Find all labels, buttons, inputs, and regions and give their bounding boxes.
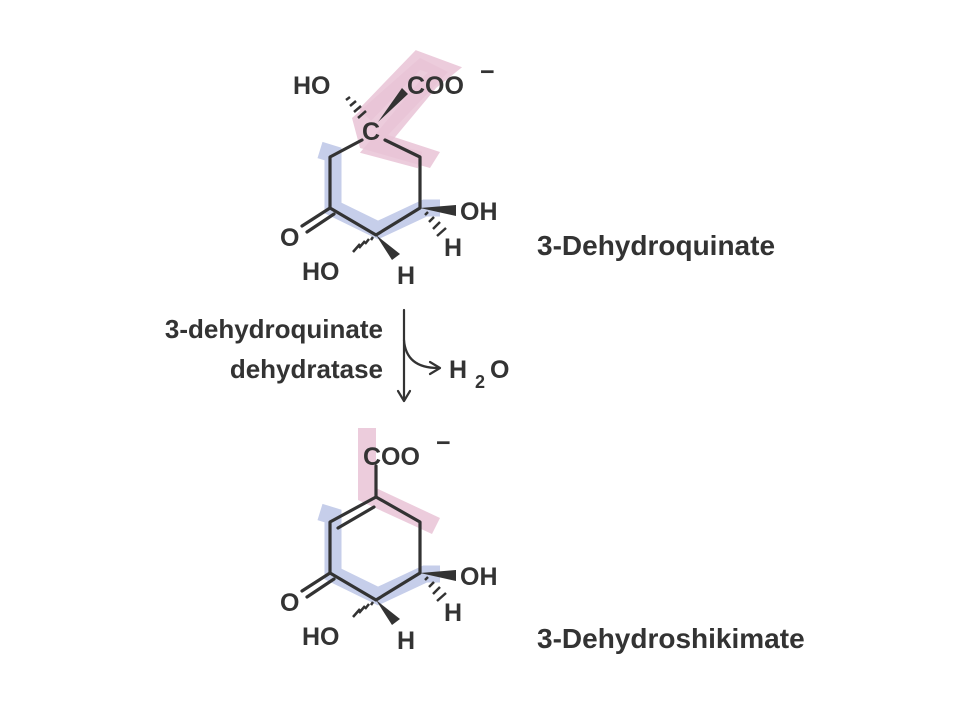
- reactant-carbon: C: [362, 118, 380, 146]
- product-solid-wedge-bottom: [376, 600, 400, 625]
- product-keto-bond-2: [305, 577, 336, 599]
- reactant-h-right: H: [444, 234, 462, 262]
- reaction-arrow: [396, 308, 442, 403]
- reactant-oh-right: OH: [460, 198, 498, 226]
- enzyme-line1: 3-dehydroquinate: [165, 314, 383, 344]
- water-h: H: [449, 356, 467, 384]
- enzyme-line2: dehydratase: [230, 354, 383, 384]
- reactant-pink-highlight-fill: [352, 58, 448, 168]
- product-oh-right: OH: [460, 563, 498, 591]
- reactant-hashed-wedge-right: [424, 211, 447, 237]
- product-pink-highlight: [358, 428, 440, 534]
- product-molecule: COO − OH H O HO H: [280, 428, 498, 655]
- reactant-molecule: HO COO − C OH H O HO H: [280, 50, 498, 290]
- reactant-solid-wedge-right: [420, 205, 456, 216]
- reactant-carboxyl: COO: [407, 72, 464, 100]
- reactant-name: 3-Dehydroquinate: [537, 230, 775, 261]
- reactant-carboxyl-charge: −: [480, 58, 495, 86]
- reactant-hashed-wedge-bottom: [352, 236, 375, 253]
- reactant-h-bottom: H: [397, 262, 415, 290]
- product-solid-wedge-right: [420, 570, 456, 581]
- product-ring-double-bond: [336, 505, 376, 530]
- product-keto-o: O: [280, 589, 299, 617]
- product-keto-bond-1: [300, 571, 332, 593]
- product-hashed-wedge-right: [424, 576, 447, 602]
- reactant-solid-wedge-bottom: [376, 235, 400, 260]
- water-o: O: [490, 356, 509, 384]
- product-hashed-wedge-bottom: [352, 601, 375, 618]
- product-carboxyl-charge: −: [436, 429, 451, 457]
- product-name: 3-Dehydroshikimate: [537, 623, 805, 654]
- reactant-keto-o: O: [280, 224, 299, 252]
- product-ho-bottom: HO: [302, 623, 340, 651]
- reactant-hashed-wedge-top: [345, 96, 367, 119]
- water-byproduct: H 2 O: [449, 356, 509, 392]
- reactant-ho-bottom: HO: [302, 258, 340, 286]
- reactant-keto-bond-2: [305, 212, 336, 234]
- product-carboxyl: COO: [363, 443, 420, 471]
- reactant-solid-wedge-top: [378, 88, 408, 122]
- product-h-bottom: H: [397, 627, 415, 655]
- water-subscript: 2: [475, 372, 485, 392]
- product-h-right: H: [444, 599, 462, 627]
- reactant-ho-top: HO: [293, 72, 331, 100]
- reactant-keto-bond-1: [300, 206, 332, 228]
